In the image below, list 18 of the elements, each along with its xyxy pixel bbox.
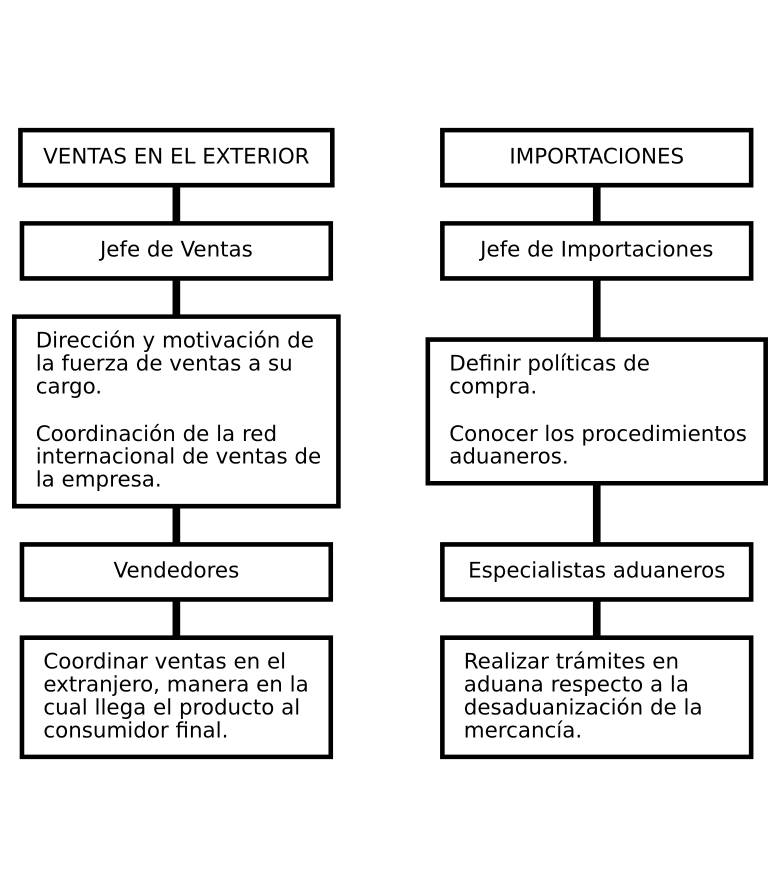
node-box: Jefe de Importaciones: [440, 220, 754, 280]
connector: [592, 599, 601, 638]
node-box: Dirección y motivación de la fuerza de ventas a su cargo. Coordinación de la red internacional de ventas de la empresa.: [12, 314, 341, 508]
node-box: IMPORTACIONES: [440, 127, 754, 187]
node-box: Especialistas aduaneros: [440, 542, 754, 602]
node-box: Coordinar ventas en el extranjero, manera en la cual llega el producto al consumidor final.: [20, 634, 334, 759]
connector: [172, 184, 180, 223]
connector: [592, 278, 601, 338]
connector: [172, 278, 180, 316]
node-box: Definir políticas de compra. Conocer los procedimientos aduaneros.: [426, 336, 768, 486]
connector: [592, 482, 601, 544]
connector: [592, 184, 601, 223]
node-box: VENTAS EN EL EXTERIOR: [18, 127, 335, 187]
connector: [172, 506, 180, 544]
connector: [172, 599, 180, 638]
node-box: Jefe de Ventas: [20, 220, 334, 280]
node-box: Vendedores: [20, 542, 334, 602]
node-box: Realizar trámites en aduana respecto a la desaduanización de la mercancía.: [440, 634, 754, 759]
